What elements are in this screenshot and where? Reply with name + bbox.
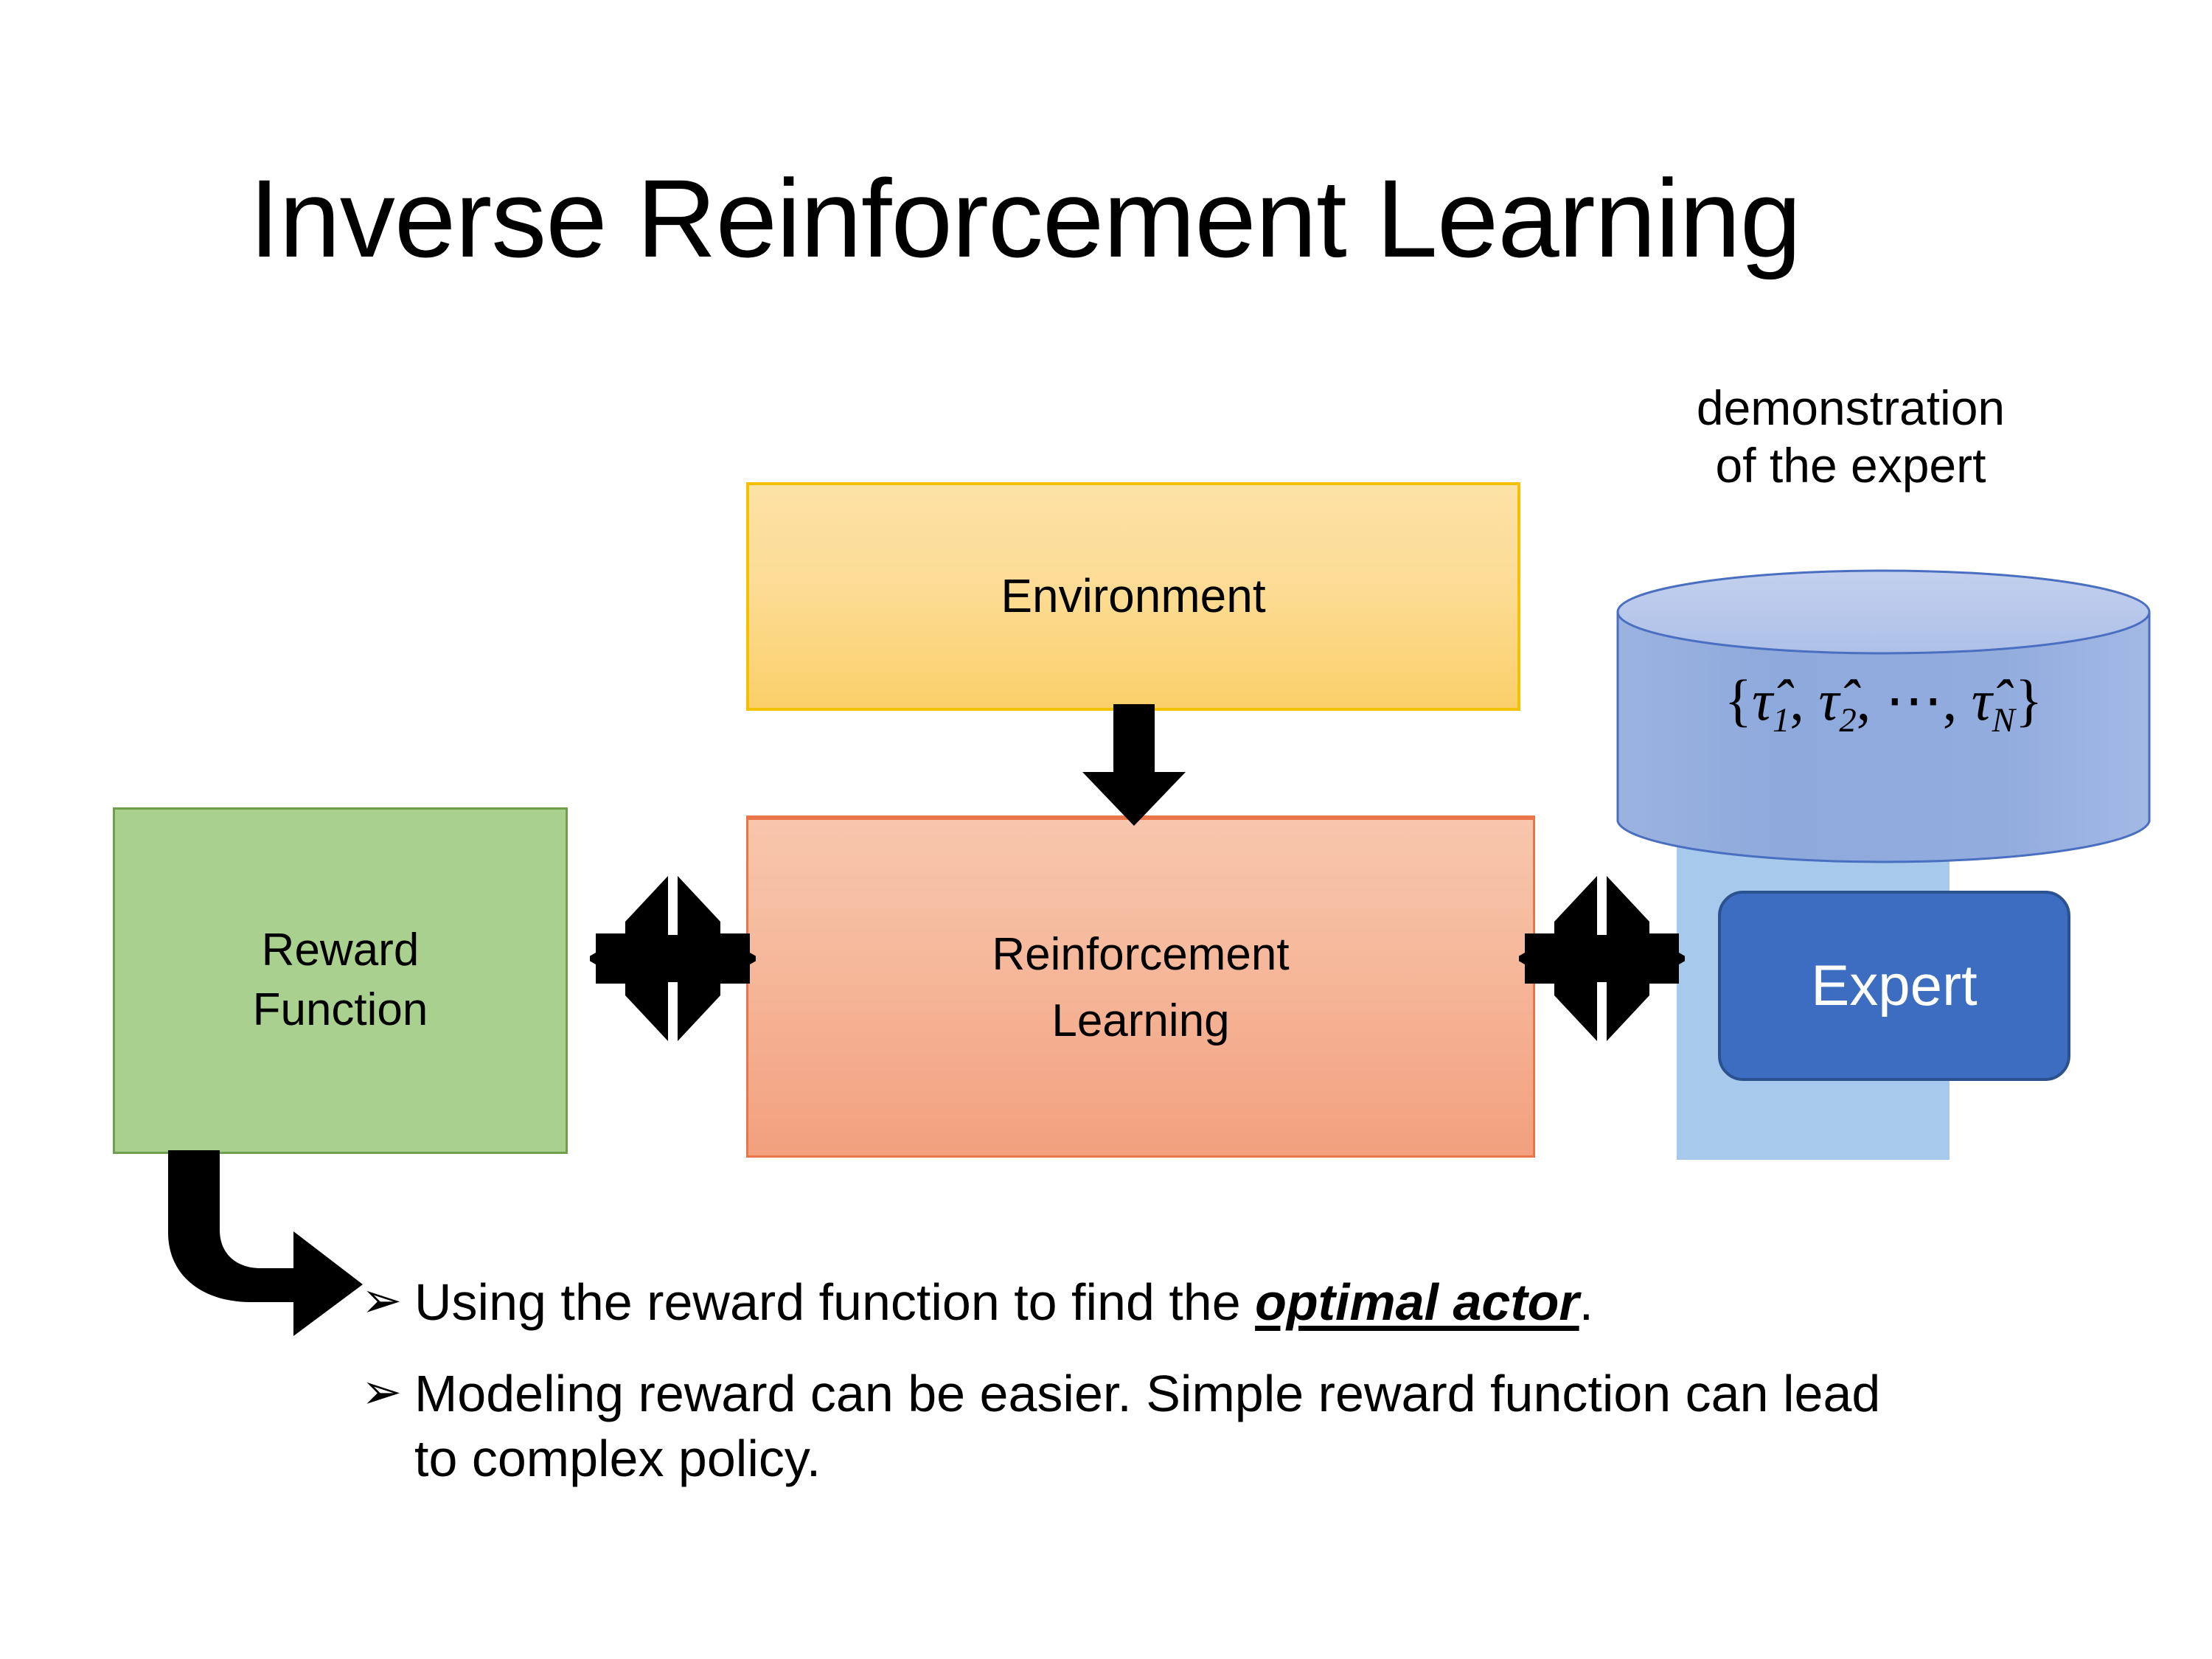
reinforcement-learning-box[interactable]: Reinforcement Learning — [746, 815, 1535, 1158]
bullet-text-prefix: Modeling reward can be easier. Simple re… — [414, 1365, 1881, 1488]
bullet-marker-icon: ➢ — [361, 1273, 403, 1327]
formula-tau-2: τ̂ — [1818, 668, 1840, 732]
list-item: ➢ Using the reward function to find the … — [361, 1270, 2131, 1335]
reward-function-label: Reward Function — [252, 925, 428, 1035]
bullet-emphasis: optimal actor — [1255, 1273, 1579, 1331]
formula-sub-2: 2 — [1839, 700, 1857, 740]
expert-label: Expert — [1811, 953, 1978, 1018]
elbow-arrow-icon — [162, 1150, 369, 1371]
quad-arrow-icon-rl-expert — [1519, 870, 1685, 1047]
expert-box[interactable]: Expert — [1718, 891, 2070, 1081]
reinforcement-learning-label: Reinforcement Learning — [992, 928, 1290, 1046]
down-arrow-icon — [1075, 704, 1193, 826]
formula-tau-n: τ̂ — [1971, 668, 1992, 732]
demonstration-formula: {τ̂1, τ̂2, ⋯, τ̂N} — [1616, 667, 2151, 740]
formula-separator-1: , — [1790, 668, 1819, 732]
bullet-marker-icon: ➢ — [361, 1364, 403, 1419]
formula-close-brace: } — [2014, 668, 2043, 732]
page-title: Inverse Reinforcement Learning — [248, 156, 1802, 280]
environment-box[interactable]: Environment — [746, 482, 1520, 711]
demonstration-caption: demonstration of the expert — [1696, 380, 2006, 493]
quad-arrow-icon-reward-rl — [590, 870, 756, 1047]
environment-label: Environment — [1001, 569, 1266, 623]
bullet-text-prefix: Using the reward function to find the — [414, 1273, 1256, 1331]
formula-open-brace: { — [1724, 668, 1753, 732]
formula-separator-2: , ⋯, — [1856, 668, 1972, 732]
bullet-list: ➢ Using the reward function to find the … — [361, 1270, 2131, 1518]
list-item: ➢ Modeling reward can be easier. Simple … — [361, 1361, 2131, 1491]
demonstration-cylinder[interactable] — [1616, 569, 2151, 864]
bullet-text-suffix: . — [1579, 1273, 1594, 1331]
formula-tau-1: τ̂ — [1752, 668, 1773, 732]
bullet-text: Using the reward function to find the op… — [414, 1270, 1919, 1335]
reward-function-box[interactable]: Reward Function — [113, 807, 568, 1154]
bullet-text: Modeling reward can be easier. Simple re… — [414, 1361, 1919, 1491]
formula-sub-n: N — [1992, 700, 2015, 740]
formula-sub-1: 1 — [1773, 700, 1790, 740]
